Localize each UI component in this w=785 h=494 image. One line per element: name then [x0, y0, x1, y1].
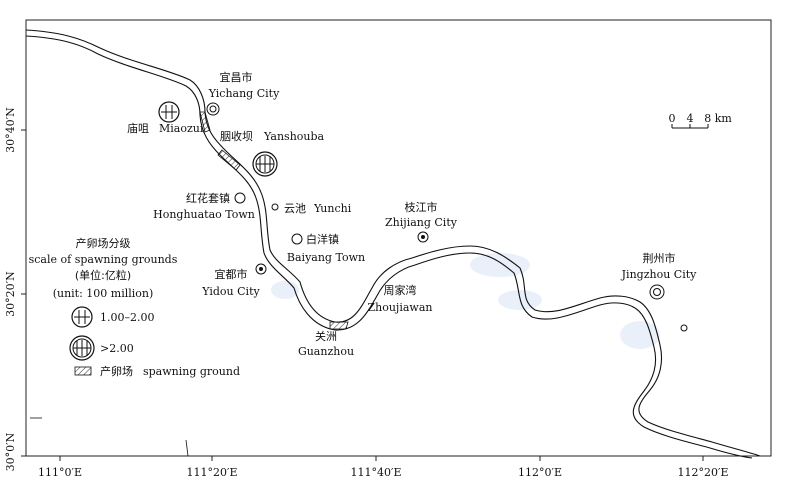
- x-tick-label: 112°20′E: [677, 466, 728, 479]
- place-label-cn: 荆州市: [643, 251, 676, 265]
- place-label-cn: 宜昌市: [220, 70, 253, 84]
- legend-title-en: scale of spawning grounds: [29, 253, 178, 266]
- place-label-en: Guanzhou: [298, 345, 354, 358]
- town-marker-icon: [234, 192, 246, 204]
- place-label-cn: 宜都市: [215, 267, 248, 281]
- y-tick-label: 30°0′N: [4, 432, 17, 471]
- place-label-en: Jingzhou City: [621, 268, 697, 281]
- scale-label: 4: [687, 112, 694, 125]
- spawning-scale-small-icon: [71, 306, 93, 328]
- place-label-en: Yunchi: [313, 202, 352, 215]
- place-labels: 宜昌市 Yichang City 庙咀 Miaozui 胭收坝 Yanshoub…: [127, 70, 697, 358]
- village-marker-icon: [271, 203, 279, 211]
- place-label-en: Honghuatao Town: [153, 208, 255, 221]
- x-tick-label: 111°0′E: [38, 466, 82, 479]
- place-label-en: Yanshouba: [263, 130, 325, 143]
- place-label-en: Yichang City: [208, 87, 280, 100]
- place-label-cn: 关洲: [315, 329, 337, 343]
- legend-item-label: >2.00: [100, 342, 134, 355]
- legend-title-cn: 产卵场分级: [76, 236, 131, 250]
- place-label-cn: 周家湾: [384, 283, 417, 297]
- place-label-cn: 白洋镇: [306, 232, 339, 246]
- place-label-cn: 红花套镇: [186, 191, 230, 205]
- tributaries: [30, 417, 189, 457]
- spawning-ground-hatch-icon: [74, 366, 92, 376]
- x-tick-label: 112°0′E: [518, 466, 562, 479]
- y-tick-label: 30°20′N: [4, 271, 17, 317]
- scale-label: 8 km: [704, 112, 732, 125]
- x-tick-label: 111°40′E: [350, 466, 401, 479]
- place-label-en: Yidou City: [201, 285, 260, 298]
- y-tick-label: 30°40′N: [4, 107, 17, 153]
- legend-unit-cn: (单位:亿粒): [75, 268, 131, 282]
- legend-item-label: 1.00–2.00: [100, 311, 154, 324]
- map-frame: [25, 19, 772, 457]
- x-tick-label: 111°20′E: [186, 466, 237, 479]
- village-marker-icon: [680, 324, 688, 332]
- background-shading: [271, 253, 660, 349]
- place-label-cn: 云池: [284, 202, 306, 215]
- city-marker-icon: [649, 284, 665, 300]
- place-label-cn: 胭收坝: [220, 129, 253, 143]
- legend-item-label-en: spawning ground: [143, 365, 240, 378]
- town-marker-icon: [291, 233, 303, 245]
- place-label-en: Baiyang Town: [287, 251, 365, 264]
- spawning-scale-large-icon: [69, 335, 95, 361]
- spawning-ground-areas: [199, 111, 349, 330]
- legend-item-label-cn: 产卵场: [100, 364, 133, 378]
- axis-ticks: [21, 129, 704, 461]
- place-label-en: Zhoujiawan: [368, 301, 433, 314]
- x-axis-labels: 111°0′E 111°20′E 111°40′E 112°0′E 112°20…: [38, 466, 729, 479]
- scale-label: 0: [669, 112, 676, 125]
- city-marker-icon: [255, 263, 267, 275]
- place-label-en: Miaozui: [159, 122, 204, 135]
- place-label-en: Zhijiang City: [385, 216, 458, 229]
- legend: 产卵场分级 scale of spawning grounds (单位:亿粒) …: [29, 236, 240, 378]
- place-label-cn: 枝江市: [405, 200, 438, 214]
- y-axis-labels: 30°40′N 30°20′N 30°0′N: [4, 107, 17, 471]
- city-marker-icon: [417, 231, 429, 243]
- city-marker-icon: [206, 102, 220, 116]
- scale-bar: 0 4 8 km: [669, 112, 732, 129]
- spawning-symbol-yanshouba: [252, 151, 278, 177]
- place-markers: [206, 102, 688, 332]
- legend-unit-en: (unit: 100 million): [53, 287, 154, 300]
- spawning-symbol-miaozui: [158, 101, 180, 123]
- place-label-cn: 庙咀: [127, 121, 149, 135]
